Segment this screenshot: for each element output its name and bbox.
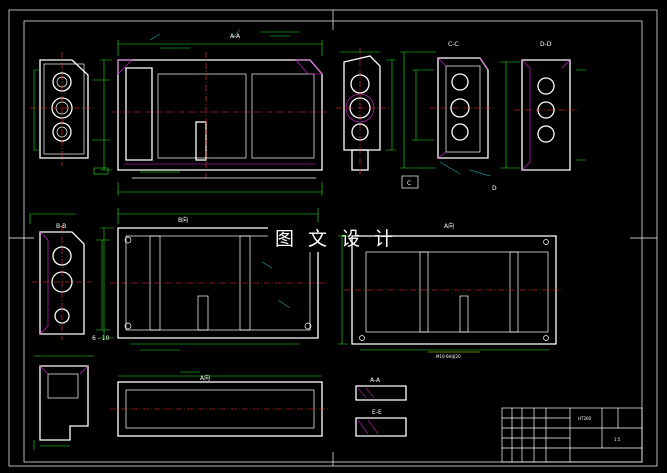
title-part-code: HT200 (578, 416, 592, 421)
label-section-ee: E-E (372, 409, 382, 416)
title-scale: 1:5 (614, 437, 621, 442)
label-dim-left: 6 - 10 (92, 335, 110, 342)
section-ee: E-E (355, 409, 407, 437)
section-bb: B-B 6 - 10 (29, 213, 110, 342)
detail-view-bottom-left (33, 355, 94, 450)
label-section-aa-top: A-A (230, 33, 241, 40)
end-view-left (30, 52, 110, 175)
label-view-a-bottom: A向 (200, 374, 210, 382)
section-aa-top: A-A (100, 29, 330, 196)
watermark-text: 图 文 设 计 (275, 228, 397, 250)
end-view-middle (336, 48, 396, 175)
section-cc: C-C C (400, 41, 496, 189)
label-section-bb: B-B (56, 223, 66, 230)
label-section-dd: D-D (540, 41, 552, 48)
label-d: D (492, 185, 497, 192)
front-view: B向 (100, 208, 330, 351)
label-view-b: B向 (178, 216, 188, 224)
section-aa-small: A-A (355, 377, 407, 401)
label-c: C (407, 180, 411, 187)
label-view-a: A向 (444, 222, 454, 230)
label-section-cc: C-C (448, 41, 459, 48)
section-dd: D-D D (492, 41, 586, 192)
label-note: M10-6H深20 (436, 353, 461, 359)
title-block: HT200 1:5 (501, 407, 643, 463)
view-a: A向 M10-6H深20 (338, 222, 564, 359)
label-section-aa-small: A-A (370, 377, 381, 384)
plan-view-bottom: A向 (110, 371, 330, 437)
watermark-bg (268, 222, 408, 252)
